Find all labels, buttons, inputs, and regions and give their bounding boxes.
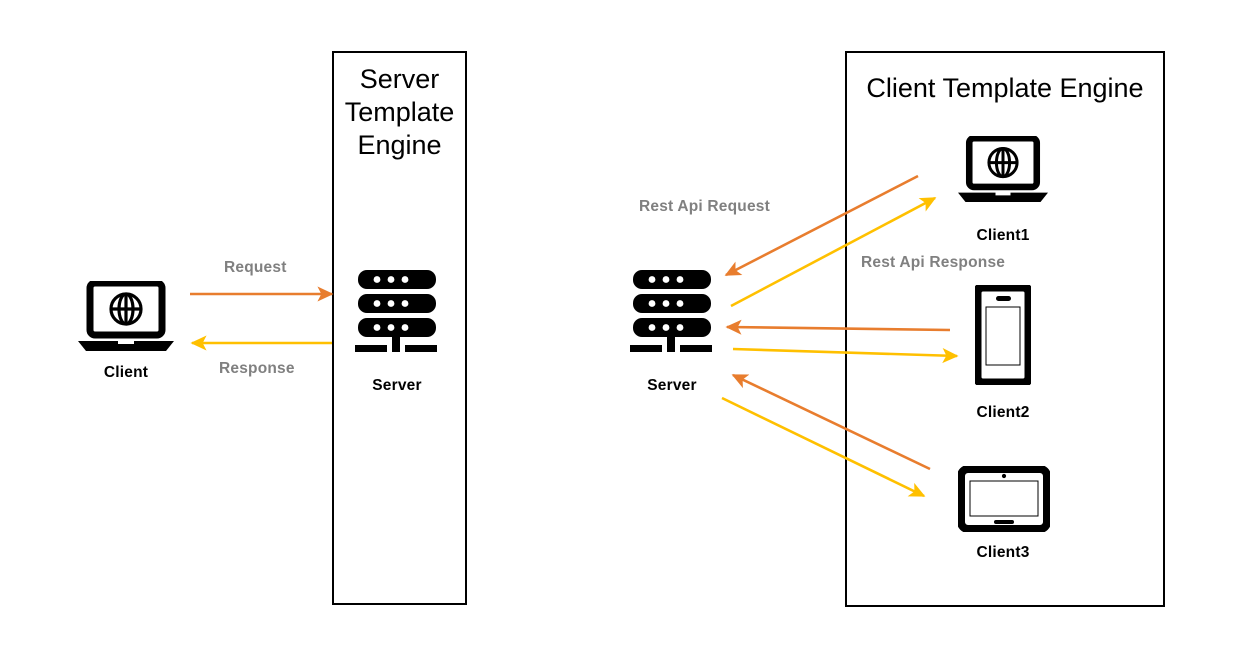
panel-server-template-engine-title: Server Template Engine: [344, 64, 455, 160]
laptop-globe-icon-client: [78, 281, 174, 355]
label-response: Response: [219, 360, 295, 377]
label-client3: Client3: [976, 544, 1030, 561]
server-rack-icon-right: [626, 270, 718, 354]
label-client: Client: [103, 364, 149, 381]
label-client1: Client1: [976, 227, 1030, 244]
label-request: Request: [224, 259, 287, 276]
label-server-right: Server: [647, 377, 697, 394]
panel-client-template-engine-title: Client Template Engine: [866, 73, 1144, 103]
smartphone-icon-client2: [975, 285, 1031, 385]
label-rest-api-response: Rest Api Response: [861, 254, 1006, 271]
server-rack-icon-left: [351, 270, 443, 354]
label-rest-api-request: Rest Api Request: [639, 198, 770, 215]
laptop-globe-icon-client1: [958, 136, 1048, 206]
label-server-left: Server: [372, 377, 422, 394]
tablet-icon-client3: [958, 466, 1050, 532]
label-client2: Client2: [976, 404, 1030, 421]
panel-server-template-engine: [332, 51, 467, 605]
